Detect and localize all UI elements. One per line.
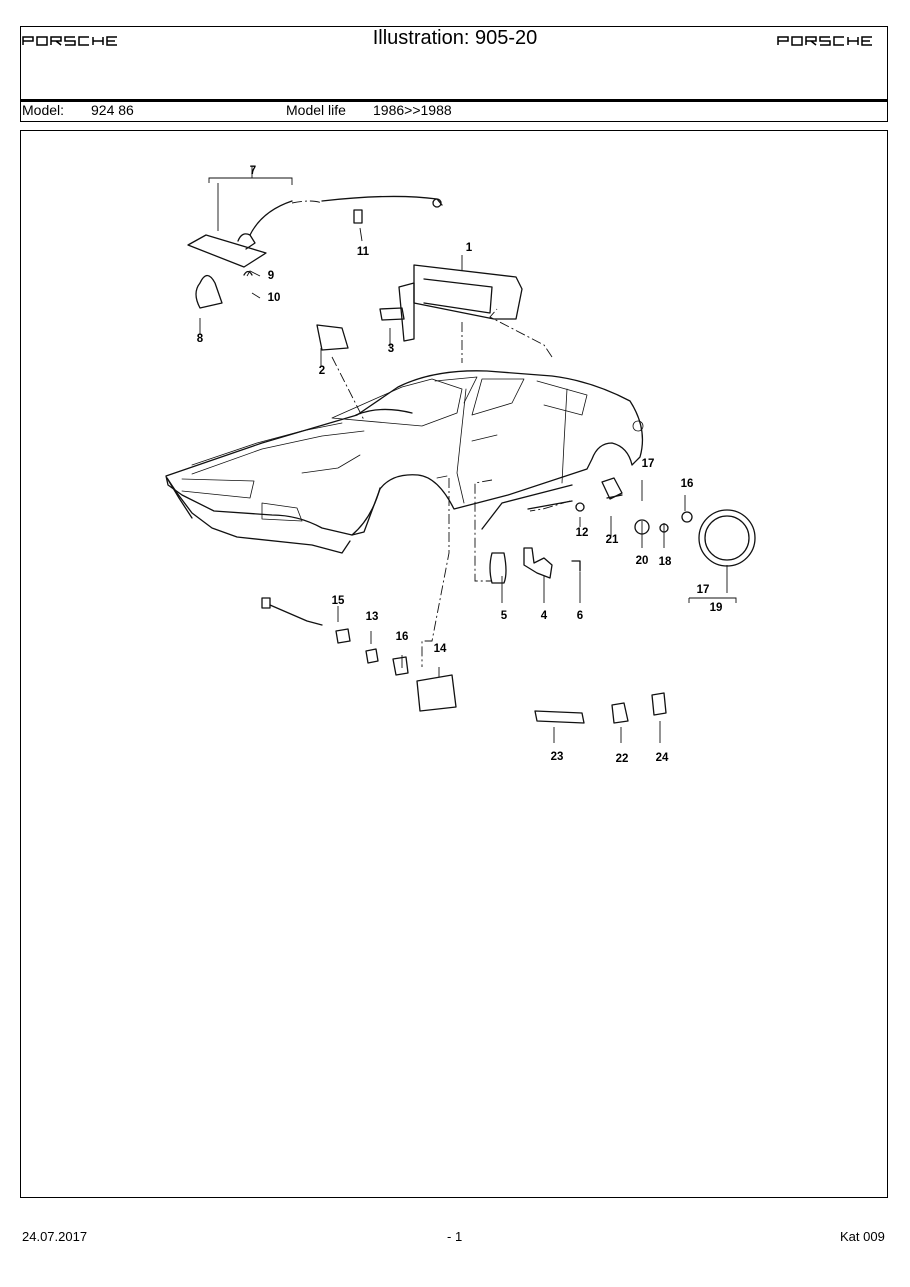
- footer-date: 24.07.2017: [22, 1229, 88, 1244]
- part-label-6: 6: [576, 610, 584, 622]
- part-label-22: 22: [615, 753, 629, 765]
- page-title: Illustration: 905-20: [372, 27, 538, 49]
- dashed-leaders: [291, 200, 571, 667]
- header-frame: [20, 26, 888, 122]
- part-label-17-b: 17: [696, 584, 710, 596]
- exploded-parts-diagram: [165, 167, 756, 743]
- porsche-logo-right: [777, 36, 872, 46]
- part-label-18: 18: [658, 556, 672, 568]
- model-life-value: 1986>>1988: [373, 102, 452, 118]
- part-label-24: 24: [655, 752, 669, 764]
- part-label-16-b: 16: [395, 631, 409, 643]
- part-label-16: 16: [680, 478, 694, 490]
- part-label-9: 9: [267, 270, 275, 282]
- part-label-7: 7: [249, 165, 257, 177]
- car-details: [181, 376, 644, 522]
- part-label-4: 4: [540, 610, 548, 622]
- part-label-10: 10: [267, 292, 281, 304]
- part-label-8: 8: [196, 333, 204, 345]
- footer-page-number: - 1: [447, 1229, 463, 1244]
- model-label: Model:: [22, 102, 65, 118]
- header-divider: [20, 99, 888, 102]
- part-label-19: 19: [709, 602, 723, 614]
- part-label-2: 2: [318, 365, 326, 377]
- part-label-17: 17: [641, 458, 655, 470]
- part-label-11: 11: [356, 246, 370, 258]
- part-label-3: 3: [387, 343, 395, 355]
- part-label-5: 5: [500, 610, 508, 622]
- part-label-21: 21: [605, 534, 619, 546]
- part-label-1: 1: [465, 242, 473, 254]
- part-label-23: 23: [550, 751, 564, 763]
- parts: [187, 195, 756, 724]
- illustration-frame: [20, 130, 888, 1198]
- porsche-logo-left: [22, 36, 117, 46]
- part-label-12: 12: [575, 527, 589, 539]
- part-label-20: 20: [635, 555, 649, 567]
- model-life-label: Model life: [286, 102, 346, 118]
- part-label-14: 14: [433, 643, 447, 655]
- part-label-15: 15: [331, 595, 345, 607]
- car-body: [165, 370, 644, 554]
- parts-illustration: [152, 143, 760, 827]
- footer-catalog: Kat 009: [840, 1229, 885, 1244]
- model-value: 924 86: [91, 102, 134, 118]
- part-label-13: 13: [365, 611, 379, 623]
